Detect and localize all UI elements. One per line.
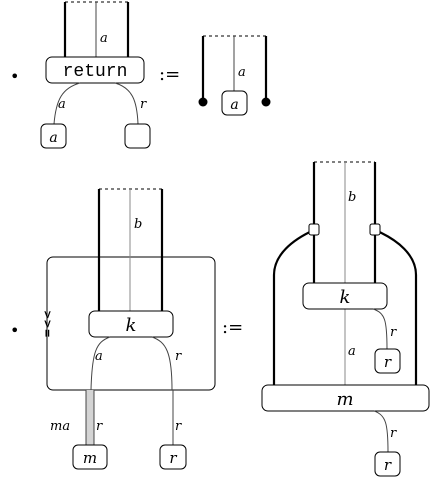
rhs-bind-split-node-left [308,223,320,236]
rhs-cap-left [198,97,208,107]
bind-wire-ma-label: ma [50,419,70,434]
wire-a-label-left: a [58,97,66,112]
bind-thick-wire-m [86,390,94,445]
bind-leaf-box-r-label: r [169,449,177,467]
wire-a-label-top: a [100,31,108,46]
rhs-bind-box-k [302,282,388,310]
bind-wire-b-label: b [134,217,142,232]
rhs-bind-wire-r-bottom-label: r [390,426,397,441]
bind-wire-r-label: r [175,349,182,364]
rhs-bind-box-m [261,384,430,412]
rhs-wire-a-label: a [238,65,246,80]
bind-wire-r-right-bottom-label: r [175,419,182,434]
rhs-bind-leaf-box-r-label: r [384,353,392,371]
wire-a-out [53,82,81,125]
rhs-bind-wire-r [372,308,388,350]
return-lhs: a return a r a [40,1,151,149]
rhs-bind-split-node-right [369,223,381,236]
rule-return: • a return a r a := a [10,1,271,149]
rule-bind: • >>= b k a r ma r r m r [10,161,430,477]
wire-r-out [114,82,139,125]
rhs-bind-branch-left [272,228,315,385]
bind-wire-r-left-bottom-label: r [96,419,103,434]
bind-wire-a [90,336,111,391]
rhs-cap-right [261,97,271,107]
return-box [45,56,145,84]
leaf-box-a [40,123,67,149]
rhs-bind-wire-r-label: r [390,325,397,340]
bullet-rule-1: • [10,67,19,86]
defined-as-rule-1: := [159,64,180,85]
bind-wire-r [151,336,173,391]
rhs-bind-wire-a-label: a [348,344,356,359]
leaf-box-empty [124,123,151,149]
rhs-bind-branch-right [374,228,418,385]
rhs-box-a [221,90,248,116]
rhs-bind-wire-r-bottom [373,410,389,453]
rhs-bind-leaf-box-r-bottom-label: r [384,456,392,474]
bind-box-k-label: k [126,315,137,336]
bind-symbol: >>= [41,310,54,338]
leaf-box-a-label: a [49,130,57,146]
rhs-bind-box-m-label: m [336,389,353,410]
bind-lhs: >>= b k a r ma r r m r [41,188,216,470]
bullet-rule-2: • [10,321,19,340]
bind-leaf-box-m-label: m [83,449,97,467]
rhs-box-a-label: a [230,97,238,113]
bind-leaf-box-r [159,444,187,470]
rhs-bind-box-k-label: k [340,287,351,308]
rhs-bind-leaf-box-r-bottom [374,451,401,477]
return-rhs: a a [198,35,271,116]
rhs-bind-wire-b-label: b [348,190,356,205]
bind-wire-a-label: a [95,349,103,364]
defined-as-rule-2: := [222,317,243,338]
return-box-label: return [63,62,128,82]
bind-leaf-box-m [72,444,108,470]
bind-rhs: b k r r a m r r [261,161,430,477]
wire-r-label-right: r [140,97,147,112]
rhs-bind-leaf-box-r [374,348,401,374]
bind-box-k [88,310,174,338]
